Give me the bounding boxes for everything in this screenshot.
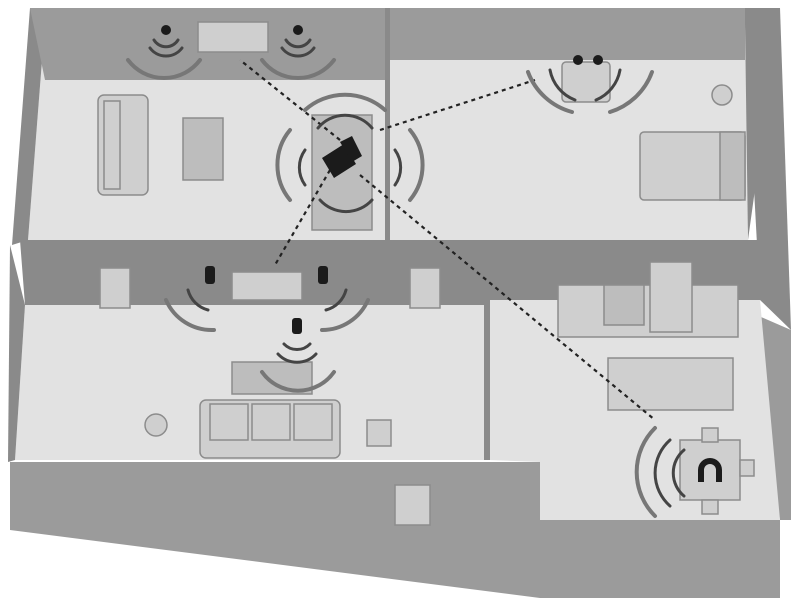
link-to-stereo xyxy=(239,59,341,141)
side-stool xyxy=(366,419,392,447)
coffee-table-living xyxy=(182,117,224,181)
link-to-radio xyxy=(379,78,536,132)
living-room-furniture xyxy=(97,21,373,231)
interior-walls xyxy=(8,8,791,462)
stove xyxy=(603,284,645,326)
radio-body xyxy=(561,61,611,103)
wireless-radio-icon xyxy=(526,55,654,114)
door-tv-room-left xyxy=(99,267,131,309)
fridge xyxy=(649,261,693,333)
tv-living xyxy=(197,21,269,53)
door-tv-room-right xyxy=(409,267,441,309)
nightstand-lamp xyxy=(711,84,733,106)
headphones-icon xyxy=(634,426,722,518)
tv-tvroom xyxy=(231,271,303,301)
soundbar-speaker-pair-icon xyxy=(164,266,370,393)
connection-links xyxy=(239,59,656,421)
laptop-hub xyxy=(275,92,425,214)
door-exterior xyxy=(394,484,431,526)
kitchen-island xyxy=(607,357,734,411)
side-table-lamp xyxy=(144,413,168,437)
dining-table xyxy=(679,439,741,501)
bedroom-furniture xyxy=(561,61,746,201)
stereo-speaker-pair-icon xyxy=(126,25,336,80)
doors xyxy=(99,267,441,526)
kitchen-furniture xyxy=(557,261,755,515)
laptop-icon xyxy=(322,136,362,178)
link-to-soundbar xyxy=(274,169,331,266)
tv-room-furniture xyxy=(144,271,392,459)
coffee-table-tvroom xyxy=(231,361,313,395)
kitchen-counter xyxy=(557,284,739,338)
